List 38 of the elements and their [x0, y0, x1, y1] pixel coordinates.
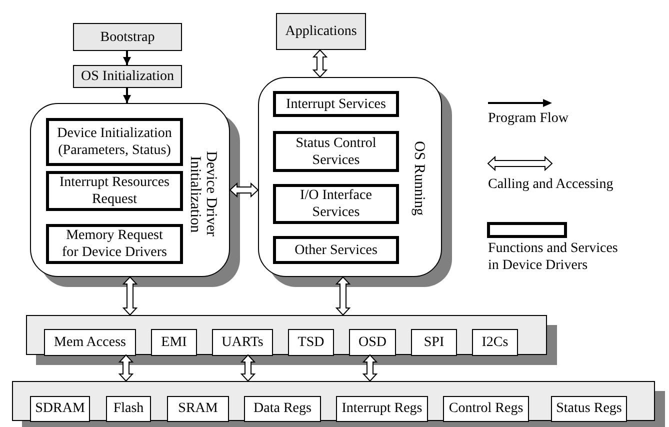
- function-box: I/O Interface Services: [273, 184, 399, 224]
- function-box: Interrupt Resources Request: [46, 171, 183, 211]
- process-box: Bootstrap: [73, 23, 182, 51]
- module-box: I2Cs: [472, 329, 518, 356]
- vertical-label: OS Running: [411, 140, 427, 218]
- double-arrow: [362, 354, 378, 382]
- function-box: Memory Request for Device Drivers: [46, 224, 183, 264]
- module-box: SDRAM: [30, 396, 90, 422]
- module-box: OSD: [349, 329, 396, 356]
- module-box: SRAM: [167, 396, 229, 422]
- module-box: SPI: [411, 329, 457, 356]
- double-arrow: [335, 276, 351, 316]
- arrow: [123, 88, 131, 103]
- double-arrow: [122, 276, 138, 316]
- process-box: OS Initialization: [73, 65, 182, 88]
- module-box: TSD: [288, 329, 334, 356]
- arrow: [123, 51, 131, 65]
- double-arrow: [118, 354, 134, 382]
- module-box: Flash: [106, 396, 151, 422]
- module-box: Status Regs: [551, 396, 627, 422]
- function-box: Other Services: [273, 236, 399, 264]
- legend-label: Calling and Accessing: [488, 176, 614, 193]
- module-box: Interrupt Regs: [336, 396, 428, 422]
- function-box: Interrupt Services: [273, 91, 399, 117]
- legend-label: Program Flow: [488, 110, 570, 127]
- vertical-label: Device Driver Initialization: [187, 150, 219, 239]
- module-box: EMI: [151, 329, 197, 356]
- double-arrow: [229, 182, 259, 198]
- double-arrow: [240, 354, 256, 382]
- module-box: Mem Access: [44, 329, 136, 356]
- function-box: Status Control Services: [273, 131, 399, 172]
- module-box: Data Regs: [244, 396, 321, 422]
- legend-label: Functions and Services in Device Drivers: [488, 240, 619, 274]
- module-box: Control Regs: [443, 396, 529, 422]
- module-box: UARTs: [212, 329, 273, 356]
- process-box: Applications: [276, 13, 366, 50]
- double-arrow: [312, 49, 328, 78]
- function-box: Device Initialization (Parameters, Status): [46, 118, 183, 166]
